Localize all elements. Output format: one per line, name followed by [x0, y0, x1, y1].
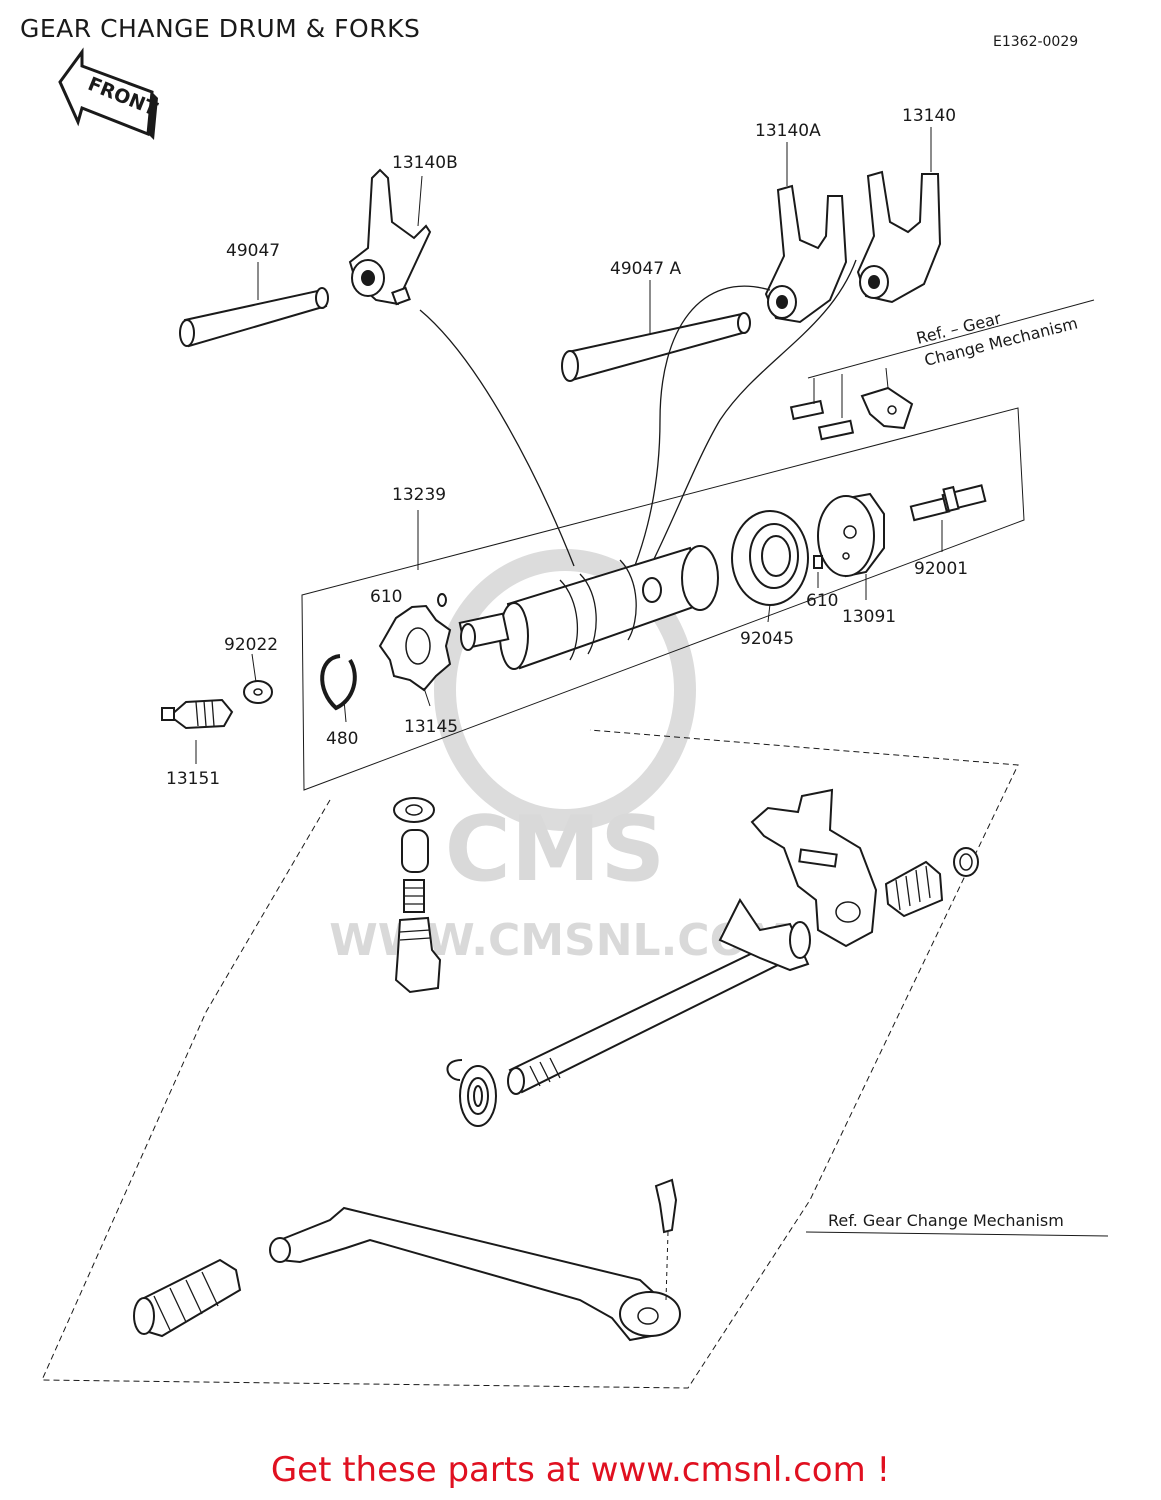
- neutral-switch-13151: [161, 698, 234, 730]
- front-arrow-icon: FRONT: [58, 47, 160, 140]
- label-92045: 92045: [740, 629, 794, 649]
- bearing-92045: [731, 510, 809, 606]
- ref-label-bottom: Ref. Gear Change Mechanism: [828, 1211, 1064, 1230]
- diagram-code: E1362-0029: [993, 34, 1079, 50]
- label-49047: 49047: [226, 241, 280, 261]
- watermark-logo: CMS: [445, 797, 665, 902]
- shift-fork-13140a: [764, 184, 848, 324]
- return-spring: [446, 1059, 497, 1127]
- lower-group-boundary: [41, 729, 1019, 1389]
- cta-link[interactable]: Get these parts at www.cmsnl.com !: [270, 1450, 891, 1490]
- stud-92001: [909, 484, 987, 522]
- spring-and-clip-right: [884, 847, 979, 918]
- shift-shaft-assembly: [507, 788, 878, 1095]
- fork-a-guide-line: [619, 285, 771, 601]
- pin-610-upper: [437, 593, 447, 607]
- label-13140a: 13140A: [755, 121, 821, 141]
- label-49047a: 49047 A: [610, 259, 681, 279]
- label-92001: 92001: [914, 559, 968, 579]
- callout-lines: [195, 127, 1109, 1237]
- pin-610-lower: [813, 555, 823, 569]
- label-480: 480: [326, 729, 358, 749]
- label-13140: 13140: [902, 106, 956, 126]
- drum-group-panel: [301, 407, 1025, 791]
- label-13140b: 13140B: [392, 153, 458, 173]
- washer-92022: [243, 680, 273, 704]
- label-13239: 13239: [392, 485, 446, 505]
- label-92022: 92022: [224, 635, 278, 655]
- shift-fork-13140: [856, 170, 942, 304]
- shift-fork-13140b: [348, 168, 432, 306]
- fork-b-guide-line: [419, 309, 575, 567]
- exploded-parts-diagram: CMS WWW.CMSNL.COM FRONT: [41, 47, 1109, 1389]
- label-13145: 13145: [404, 717, 458, 737]
- label-610-lower: 610: [806, 591, 838, 611]
- page-title: GEAR CHANGE DRUM & FORKS: [20, 14, 421, 43]
- label-13091: 13091: [842, 607, 896, 627]
- shift-rod-49047a: [561, 312, 751, 382]
- fork-guide-line: [623, 259, 857, 613]
- drum-holder-13091: [817, 492, 885, 578]
- shift-rod-49047: [179, 287, 329, 348]
- label-610-upper: 610: [370, 587, 402, 607]
- plunger-assembly: [393, 797, 442, 994]
- label-13151: 13151: [166, 769, 220, 789]
- shift-pedal: [133, 1178, 681, 1342]
- circlip-480: [320, 654, 357, 711]
- gear-change-drum-13239: [458, 545, 719, 670]
- ref-plate-and-bolts: [789, 299, 1095, 441]
